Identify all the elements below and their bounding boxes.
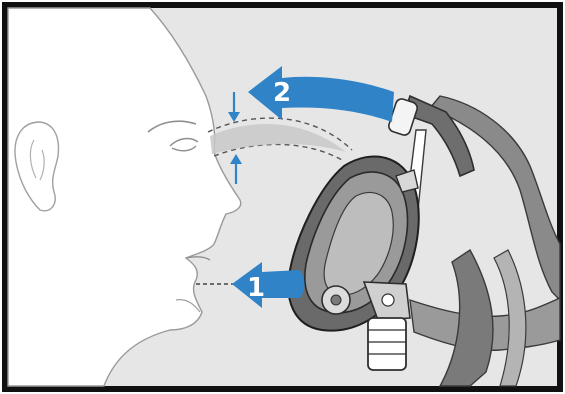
dashed-guide-upper: [207, 117, 353, 151]
gap-indicator-down-arrow: [228, 92, 240, 122]
tube-connector: [367, 317, 407, 371]
step-2-number: 2: [273, 78, 291, 108]
dashed-guide-lower: [213, 143, 343, 161]
step-1-number: 1: [247, 273, 265, 303]
forehead-support-band: [210, 124, 346, 154]
mask-inner-frame: [323, 191, 394, 296]
eyebrow: [147, 120, 197, 133]
headgear-strap-rear: [493, 249, 527, 387]
gap-indicator-up-arrow: [230, 154, 242, 184]
ear-inner: [29, 139, 45, 181]
elbow-swivel-center: [330, 294, 342, 306]
anti-asphyxia-valve: [381, 293, 395, 307]
step-2-arrow: 2: [248, 66, 394, 122]
mouth-line: [185, 255, 211, 261]
mask-clip: [395, 169, 419, 193]
head-silhouette: [7, 7, 242, 387]
forehead-support-arm: [402, 94, 475, 178]
chin-line: [175, 299, 201, 313]
step-1-arrow: 1: [232, 262, 305, 308]
eye: [169, 137, 199, 152]
headgear-strap-side: [438, 248, 494, 387]
ear-outline: [14, 121, 60, 212]
